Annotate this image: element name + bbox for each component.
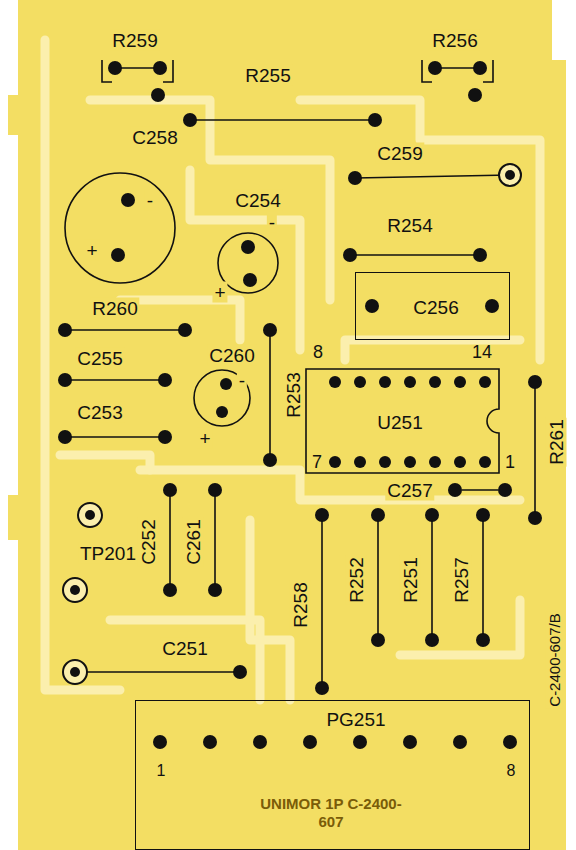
part-label: C-2400-607/B [546, 611, 563, 708]
part-text: 8 [505, 762, 518, 780]
part-label: R260 [90, 298, 139, 319]
part-label: C253 [75, 402, 124, 423]
part-label: R251 [400, 555, 421, 604]
part-label: C259 [375, 143, 424, 164]
part-label: R261 [546, 417, 567, 466]
component-outlines [65, 60, 535, 688]
part-label: R254 [385, 215, 434, 236]
solder-pads [58, 61, 542, 749]
part-label: C258 [130, 127, 179, 148]
part-text: PG251 [324, 709, 387, 730]
part-label: R253 [283, 370, 304, 419]
part-label: - [267, 212, 277, 233]
part-label: C261 [183, 517, 204, 566]
part-text: 1 [503, 452, 517, 472]
part-label: R259 [110, 30, 159, 51]
part-label: C260 [207, 345, 256, 366]
part-label: R252 [346, 555, 367, 604]
capacitor-box: C256 [355, 272, 510, 340]
part-label: R255 [243, 65, 292, 86]
part-label: C254 [233, 190, 282, 211]
board [8, 0, 566, 850]
part-label: C255 [75, 348, 124, 369]
test-point-rings [63, 164, 521, 684]
ic-outline-path [306, 369, 499, 473]
part-text: 8 [311, 342, 325, 362]
part-label: C251 [160, 638, 209, 659]
part-label: + [84, 240, 99, 261]
part-label: - [145, 190, 155, 211]
part-label: - [237, 370, 247, 391]
part-text: C256 [411, 297, 460, 318]
part-label: + [197, 428, 212, 449]
part-text: 7 [310, 452, 324, 472]
part-label: C252 [138, 517, 159, 566]
part-label: + [212, 282, 227, 303]
connector-housing: PG251 1 8UNIMOR 1P C-2400-607 [135, 700, 530, 850]
part-text: U251 [375, 412, 424, 433]
part-text: 14 [470, 342, 494, 362]
part-text: 1 [155, 762, 168, 780]
part-text: UNIMOR 1P C-2400-607 [254, 794, 408, 832]
ic-outline: 814U25171 [305, 368, 500, 474]
part-label: R258 [290, 580, 311, 629]
copper-traces [45, 40, 540, 700]
part-label: R256 [430, 30, 479, 51]
part-label: C257 [385, 480, 434, 501]
part-label: TP201 [78, 543, 138, 564]
part-label: R257 [451, 555, 472, 604]
